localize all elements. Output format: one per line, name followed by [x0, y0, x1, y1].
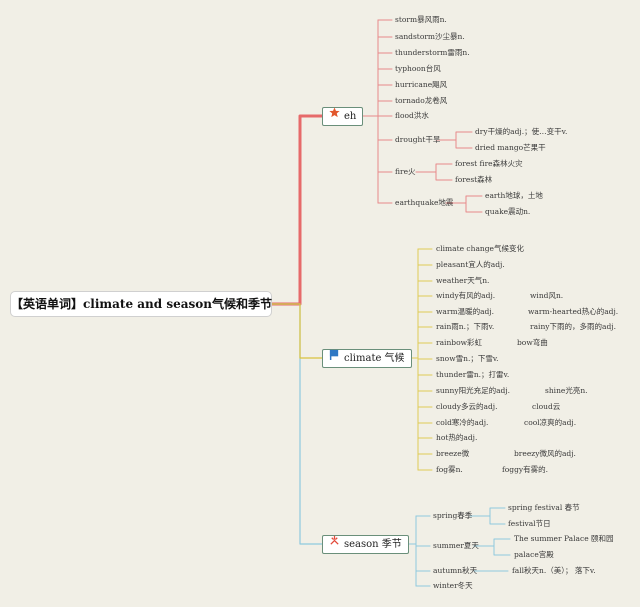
eh-item[interactable]: storm暴风雨n. [395, 15, 447, 24]
season-item-autumn[interactable]: autumn秋天 [433, 566, 478, 575]
climate-item[interactable]: windy有风的adj. [436, 291, 496, 300]
eh-item-drought[interactable]: drought干旱 [395, 135, 441, 144]
branch-eh-label: eh [344, 111, 357, 122]
season-item-winter[interactable]: winter冬天 [433, 581, 473, 590]
climate-item[interactable]: rain雨n.；下雨v. [436, 322, 495, 331]
eh-subitem[interactable]: quake震动n. [485, 207, 531, 216]
climate-item-related[interactable]: breezy微风的adj. [514, 449, 576, 458]
climate-item[interactable]: cloudy多云的adj. [436, 402, 498, 411]
sparkle-icon [329, 535, 340, 552]
climate-item[interactable]: fog雾n. [436, 465, 463, 474]
eh-subitem[interactable]: earth地球，土地 [485, 191, 543, 200]
season-subitem[interactable]: festival节日 [508, 519, 551, 528]
branch-climate[interactable]: climate 气候 [322, 349, 412, 368]
star-icon [329, 107, 340, 124]
climate-item[interactable]: breeze微 [436, 449, 470, 458]
climate-item[interactable]: thunder雷n.；打雷v. [436, 370, 510, 379]
climate-item[interactable]: sunny阳光充足的adj. [436, 386, 511, 395]
season-subitem[interactable]: palace宫殿 [514, 550, 554, 559]
climate-item-related[interactable]: cloud云 [532, 402, 561, 411]
climate-item[interactable]: weather天气n. [436, 276, 490, 285]
climate-item[interactable]: warm温暖的adj. [436, 307, 495, 316]
season-subitem[interactable]: fall秋天n.（美）； 落下v. [512, 566, 596, 575]
climate-item-related[interactable]: foggy有雾的. [502, 465, 549, 474]
eh-item[interactable]: thunderstorm雷雨n. [395, 48, 470, 57]
climate-item[interactable]: hot热的adj. [436, 433, 478, 442]
eh-item[interactable]: sandstorm沙尘暴n. [395, 32, 465, 41]
climate-item[interactable]: rainbow彩虹 [436, 338, 483, 347]
branch-eh[interactable]: eh [322, 107, 364, 126]
climate-item[interactable]: cold寒冷的adj. [436, 418, 489, 427]
climate-item[interactable]: snow雪n.；下雪v. [436, 354, 499, 363]
eh-subitem[interactable]: forest fire森林火灾 [455, 159, 523, 168]
season-item-summer[interactable]: summer夏天 [433, 541, 479, 550]
climate-item[interactable]: climate change气候变化 [436, 244, 524, 253]
season-subitem[interactable]: The summer Palace 颐和园 [514, 534, 614, 543]
eh-subitem[interactable]: dried mango芒果干 [475, 143, 546, 152]
branch-season-label: season 季节 [344, 539, 402, 550]
season-subitem[interactable]: spring festival 春节 [508, 503, 580, 512]
eh-subitem[interactable]: forest森林 [455, 175, 493, 184]
eh-item-fire[interactable]: fire火 [395, 167, 416, 176]
climate-item-related[interactable]: bow弯曲 [517, 338, 548, 347]
eh-item[interactable]: flood洪水 [395, 111, 429, 120]
branch-season[interactable]: season 季节 [322, 535, 409, 554]
eh-item[interactable]: typhoon台风 [395, 64, 441, 73]
climate-item-related[interactable]: wind风n. [530, 291, 564, 300]
climate-item-related[interactable]: rainy下雨的，多雨的adj. [530, 322, 617, 331]
flag-icon [329, 349, 340, 366]
climate-item-related[interactable]: shine光亮n. [545, 386, 588, 395]
branch-climate-label: climate 气候 [344, 353, 405, 364]
season-item-spring[interactable]: spring春季 [433, 511, 473, 520]
climate-item-related[interactable]: warm-hearted热心的adj. [528, 307, 619, 316]
eh-item-earthquake[interactable]: earthquake地震 [395, 198, 454, 207]
eh-item[interactable]: tornado龙卷风 [395, 96, 448, 105]
climate-item-related[interactable]: cool凉爽的adj. [524, 418, 577, 427]
climate-item[interactable]: pleasant宜人的adj. [436, 260, 505, 269]
eh-subitem[interactable]: dry干燥的adj.；使…变干v. [475, 127, 568, 136]
root-topic[interactable]: 【英语单词】climate and season气候和季节 [10, 291, 272, 317]
eh-item[interactable]: hurricane飓风 [395, 80, 448, 89]
